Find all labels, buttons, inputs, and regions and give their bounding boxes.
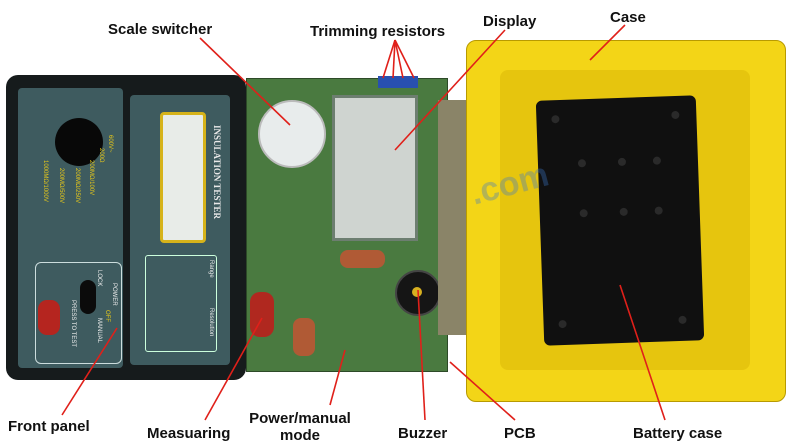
callout-line [589,24,626,61]
scale-switcher [258,100,326,168]
label-buzzer: Buzzer [398,425,448,442]
label-power-manual: Power/manual [249,410,351,427]
range-dial-hole [55,118,103,166]
label-case: Case [610,9,646,26]
callout-line [394,39,415,79]
label-scale-switcher: Scale switcher [108,21,213,38]
button-area [35,262,122,364]
hinge [438,100,468,335]
callout-line [619,284,666,421]
callout-line [61,327,118,416]
callout-line [394,39,404,79]
callout-line [392,39,396,79]
callout-line [382,39,396,79]
label-measuring: Measuaring [147,425,231,442]
callout-line [204,317,263,421]
trimming-resistors [378,76,418,88]
label-pcb: PCB [504,425,536,442]
label-trimming-resistors: Trimming resistors [310,23,446,40]
label-battery-case: Battery case [633,425,723,442]
callout-line [449,361,516,421]
callout-line [417,289,426,421]
label-front-panel: Front panel [8,418,90,435]
lcd-display [332,95,418,241]
callout-line [329,349,346,406]
press-to-test-button [38,300,60,335]
front-panel-lcd-window [160,112,206,243]
callout-line [199,37,291,126]
buzzer-center [412,287,422,297]
resistor [340,250,385,268]
measuring-button [250,292,274,337]
resistor [293,318,315,356]
range-table [145,255,217,352]
label-mode: mode [279,427,320,444]
callout-line [394,29,506,151]
label-display: Display [483,13,537,30]
power-switch [80,280,96,314]
